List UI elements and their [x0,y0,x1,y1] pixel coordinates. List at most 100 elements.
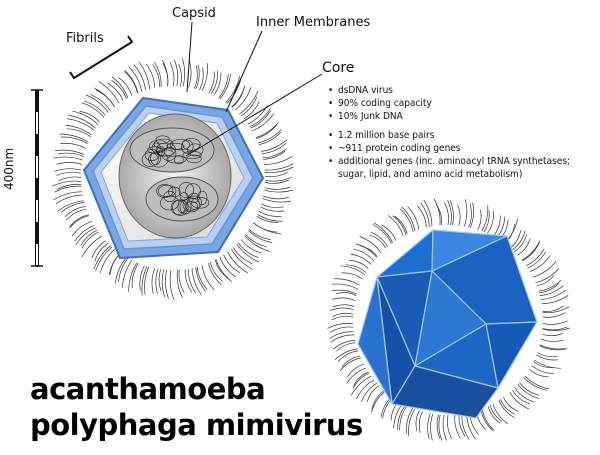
fibril [442,414,448,441]
fibril [509,230,522,249]
fibril [257,214,283,222]
dna-loop [151,142,161,154]
fibril [511,389,531,405]
scale-segment [35,222,39,244]
fibril [59,133,89,143]
fibril [85,94,109,113]
fibril [245,234,267,248]
fibril [381,224,397,241]
fibril [161,269,165,297]
fibril [457,204,461,226]
fibril [350,253,372,265]
fibril [538,282,560,294]
fibril [329,331,354,339]
fibril [81,235,102,258]
fibril [118,257,129,283]
fibril [255,122,279,138]
fibril [449,200,454,226]
fibril [209,262,223,282]
fibril [492,215,501,237]
dna-loop [182,197,201,213]
fibril [181,58,186,87]
fibril [468,204,472,228]
fact-item: dsDNA virus [328,84,570,97]
fibril [138,61,150,90]
fibril [60,202,85,213]
fibril [529,255,551,272]
fibril [169,61,175,87]
fibril [201,265,215,291]
fact-item: 90% coding capacity [328,97,570,110]
fibril [56,183,82,191]
fibril [436,414,441,439]
fibril [60,136,88,145]
fibril [331,297,356,301]
fibril [223,254,240,274]
fibril [487,211,494,234]
fibril [481,205,489,232]
fibril [155,268,159,294]
fibril [64,206,86,218]
scale-segment [35,178,39,200]
fibril [430,413,434,441]
fibril [231,86,245,108]
fibril [249,229,271,240]
dna-loop [156,184,174,198]
fibril [69,215,90,229]
fact-item: ~911 protein coding genes [328,142,570,155]
fibril [521,240,541,261]
fibril [461,413,470,440]
fibril [444,202,449,226]
scale-bar [31,89,43,267]
fibril [407,206,420,230]
dna-loop [155,135,170,144]
fibril [531,365,555,375]
fibril [173,59,179,87]
fibril [199,67,204,91]
fibril [540,338,564,342]
dna-loop [147,146,163,154]
fibril [232,247,253,265]
fibril [213,72,222,96]
fibril [55,194,83,205]
fibril [542,327,570,332]
fibril [536,354,559,361]
dna-loops [141,135,210,216]
fibril [514,234,528,253]
fibril [219,256,236,278]
fibril [418,411,423,433]
fibril [327,323,354,329]
fibril [336,342,356,352]
fibril [225,76,240,103]
fibril [542,305,564,313]
fibril [128,262,138,292]
fibril [264,189,294,193]
fibril [258,132,282,146]
fibril [334,348,358,361]
scale-segment [35,134,39,156]
fibril [264,177,292,182]
dna-loop [148,151,169,168]
fibril [214,259,230,280]
fact-item: 10% Junk DNA [328,110,570,123]
fibril [341,355,361,368]
fibril [329,307,354,311]
dna-loop [157,184,177,198]
fibril [536,275,555,287]
fibril [538,279,562,292]
fibril [93,245,111,270]
fibril [263,156,293,165]
fibril [541,295,569,305]
fibril [373,222,394,243]
fibril [195,64,200,90]
fibril [94,242,109,262]
fibril [111,76,129,99]
fibril [263,195,289,200]
fibril [366,385,380,402]
fibril [399,405,408,431]
fibril [187,268,197,294]
fibril [401,206,416,232]
fibril [98,81,120,104]
fibril [345,264,367,273]
fibril [69,214,89,227]
